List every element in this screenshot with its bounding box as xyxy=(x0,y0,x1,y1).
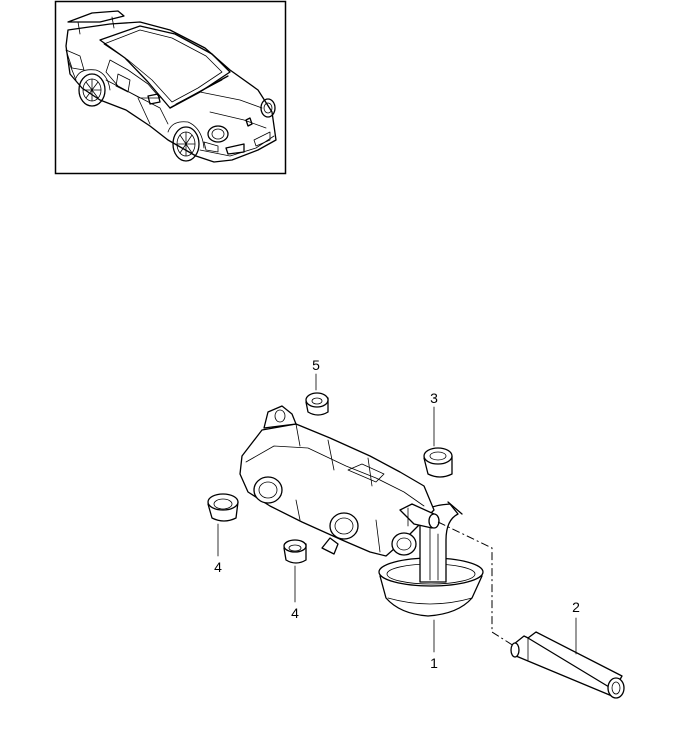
pump-housing xyxy=(239,405,440,557)
car-illustration xyxy=(65,10,277,163)
callout-5: 5 xyxy=(312,357,320,373)
bushing-4-lower xyxy=(283,539,307,564)
callout-4a: 4 xyxy=(214,559,222,575)
callout-1: 1 xyxy=(430,655,438,671)
bushing-4-left xyxy=(207,493,239,522)
leader-lines xyxy=(217,373,577,655)
oil-pump-assembly xyxy=(239,405,484,617)
callout-2: 2 xyxy=(572,599,580,615)
callout-3: 3 xyxy=(430,390,438,406)
alignment-line xyxy=(437,521,515,647)
drive-shaft xyxy=(510,631,625,699)
callout-4b: 4 xyxy=(291,605,299,621)
vehicle-thumbnail xyxy=(54,0,287,175)
sleeve-5 xyxy=(305,392,329,416)
bushing-3 xyxy=(423,447,453,478)
